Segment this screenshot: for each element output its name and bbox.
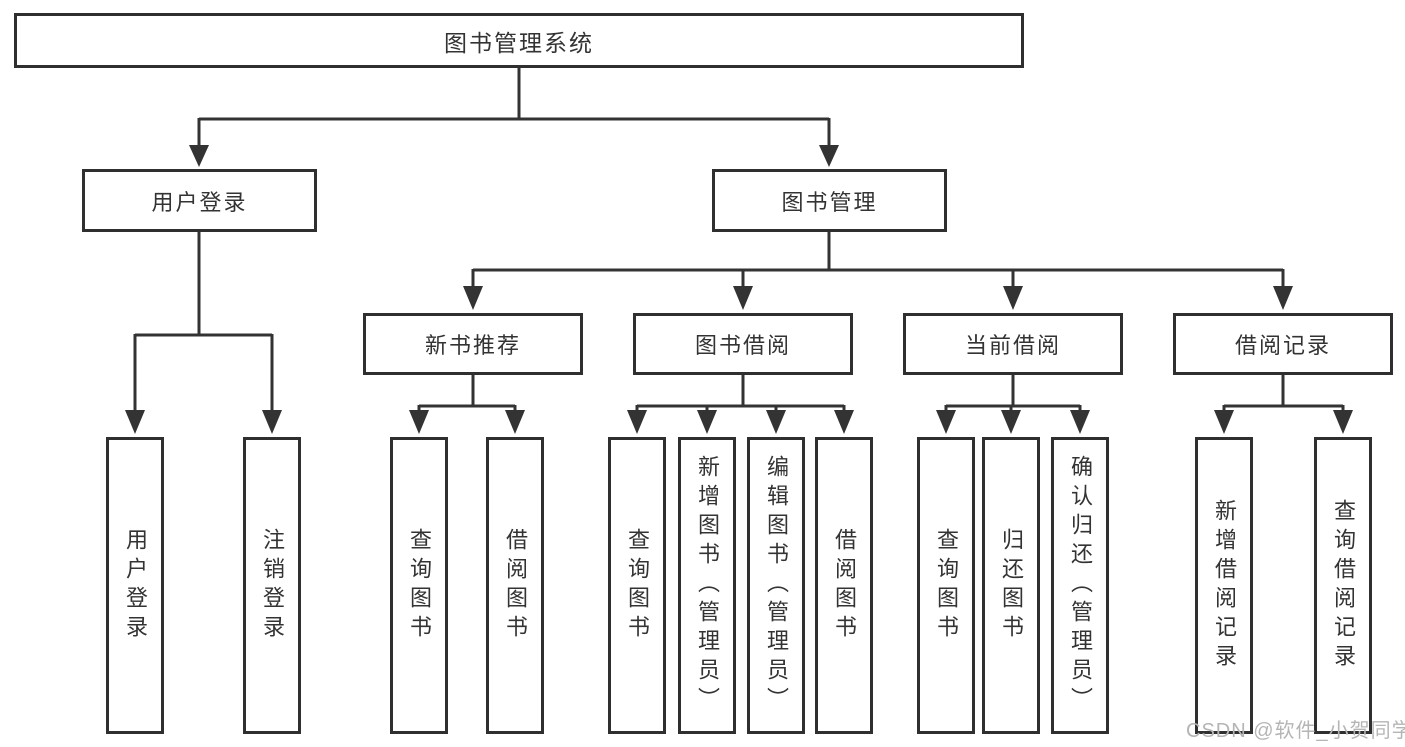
connector-user-login-children [125,230,282,434]
node-current-borrow: 当前借阅 [903,313,1123,375]
arrowhead-down-icon [936,410,956,434]
arrowhead-down-icon [819,145,839,167]
csdn-watermark: CSDN @软件_小贺同学 [1186,720,1405,742]
connector-new-book-children [409,373,525,434]
node-label: 图书借阅 [694,333,791,358]
arrowhead-down-icon [697,410,717,434]
leaf-logout: 注销登录 [243,437,301,734]
leaf-newbook-borrow-books: 借阅图书 [486,437,544,734]
arrowhead-down-icon [1214,410,1234,434]
leaf-newbook-query-books: 查询图书 [390,437,448,734]
arrowhead-down-icon [189,145,209,167]
node-borrow-records: 借阅记录 [1173,313,1393,375]
node-label: 借阅记录 [1234,333,1331,358]
node-label: 用户登录 [151,189,248,215]
leaf-records-add-record: 新增借阅记录 [1195,437,1253,734]
node-library-management-system: 图书管理系统 [14,13,1024,68]
node-label: 当前借阅 [964,333,1061,358]
arrowhead-down-icon [627,410,647,434]
connector-book-management-children [463,230,1293,310]
leaf-borrow-edit-books-admin: 编辑图书（管理员） [747,437,805,734]
arrowhead-down-icon [1003,286,1023,310]
node-label: 图书管理系统 [444,29,594,56]
node-label: 新增图书（管理员） [695,455,720,716]
leaf-records-query-record: 查询借阅记录 [1314,437,1372,734]
leaf-borrow-add-books-admin: 新增图书（管理员） [678,437,736,734]
node-label: 确认归还（管理员） [1068,455,1093,716]
node-label: 新书推荐 [424,333,521,358]
node-label: 查询图书 [934,527,959,644]
node-label: 图书管理 [781,189,878,215]
node-label: 归还图书 [999,527,1024,644]
arrowhead-down-icon [766,410,786,434]
leaf-borrow-query-books: 查询图书 [608,437,666,734]
node-user-login: 用户登录 [82,169,317,232]
node-label: 注销登录 [260,527,285,644]
node-label: 查询借阅记录 [1331,498,1356,673]
node-label: 借阅图书 [832,527,857,644]
node-book-management: 图书管理 [712,169,947,232]
node-label: 借阅图书 [503,527,528,644]
arrowhead-down-icon [463,286,483,310]
arrowhead-down-icon [262,410,282,434]
node-new-book-recommend: 新书推荐 [363,313,583,375]
arrowhead-down-icon [1333,410,1353,434]
connector-current-borrow-children [936,373,1090,434]
node-label: 用户登录 [123,527,148,644]
node-label: 新增借阅记录 [1212,498,1237,673]
arrowhead-down-icon [125,410,145,434]
leaf-borrow-borrow-books: 借阅图书 [815,437,873,734]
arrowhead-down-icon [733,286,753,310]
leaf-current-confirm-return-admin: 确认归还（管理员） [1051,437,1109,734]
leaf-current-return-books: 归还图书 [982,437,1040,734]
arrowhead-down-icon [1273,286,1293,310]
connector-borrow-records-children [1214,373,1353,434]
arrowhead-down-icon [409,410,429,434]
leaf-current-query-books: 查询图书 [917,437,975,734]
arrowhead-down-icon [505,410,525,434]
arrowhead-down-icon [1070,410,1090,434]
arrowhead-down-icon [834,410,854,434]
arrowhead-down-icon [1001,410,1021,434]
node-label: 编辑图书（管理员） [764,455,789,716]
leaf-user-login: 用户登录 [106,437,164,734]
connector-book-borrow-children [627,373,854,434]
node-label: 查询图书 [407,527,432,644]
connector-root-to-level1 [189,66,839,167]
node-book-borrow: 图书借阅 [633,313,853,375]
node-label: 查询图书 [625,527,650,644]
